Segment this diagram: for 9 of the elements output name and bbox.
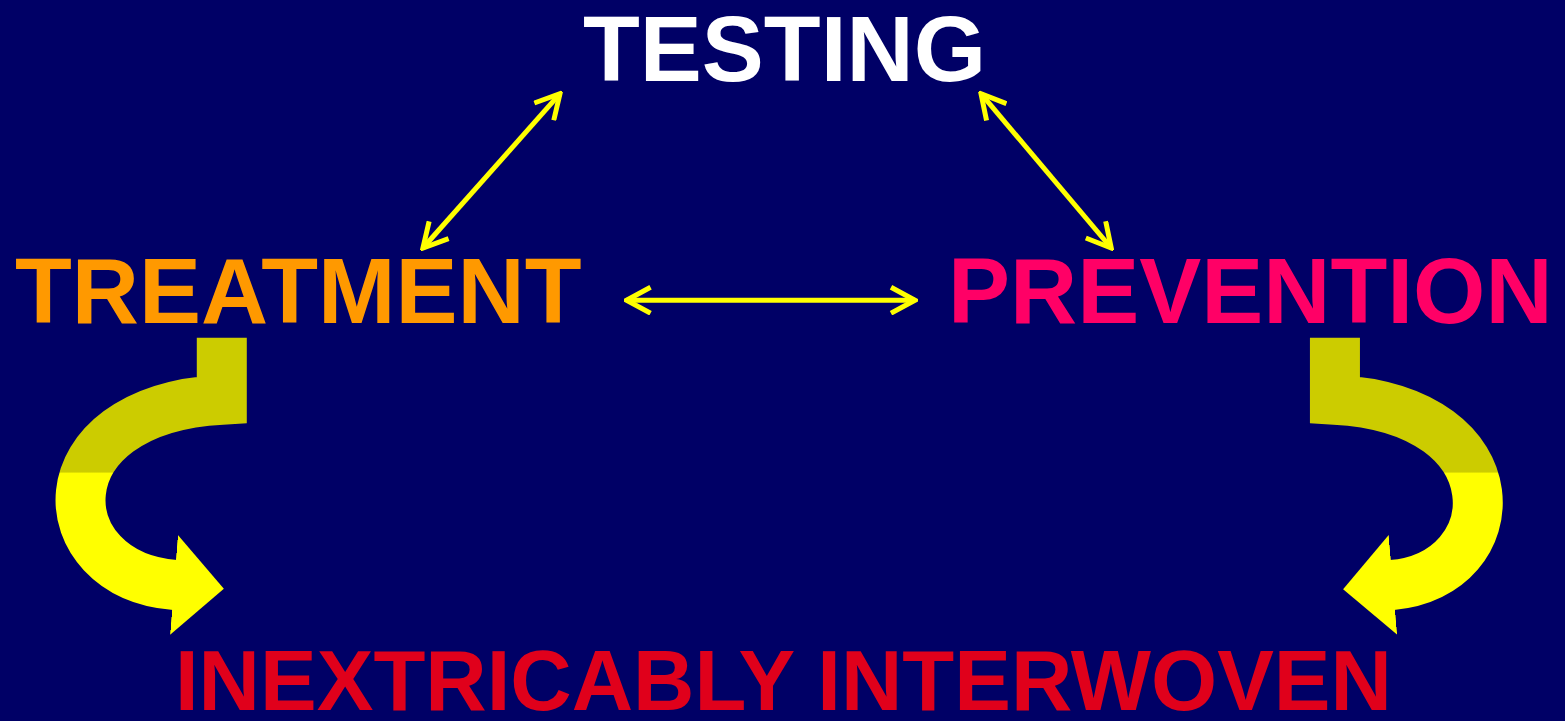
- node-label: TESTING: [583, 8, 986, 92]
- node-label: PREVENTION: [948, 250, 1553, 334]
- double-arrow: [420, 91, 563, 251]
- double-arrow: [978, 91, 1114, 251]
- curved-arrow: [1309, 337, 1503, 634]
- node-label: INEXTRICABLY INTERWOVEN: [175, 643, 1392, 720]
- curved-arrow: [56, 337, 247, 634]
- node-label: TREATMENT: [15, 250, 582, 334]
- double-arrow: [624, 284, 918, 316]
